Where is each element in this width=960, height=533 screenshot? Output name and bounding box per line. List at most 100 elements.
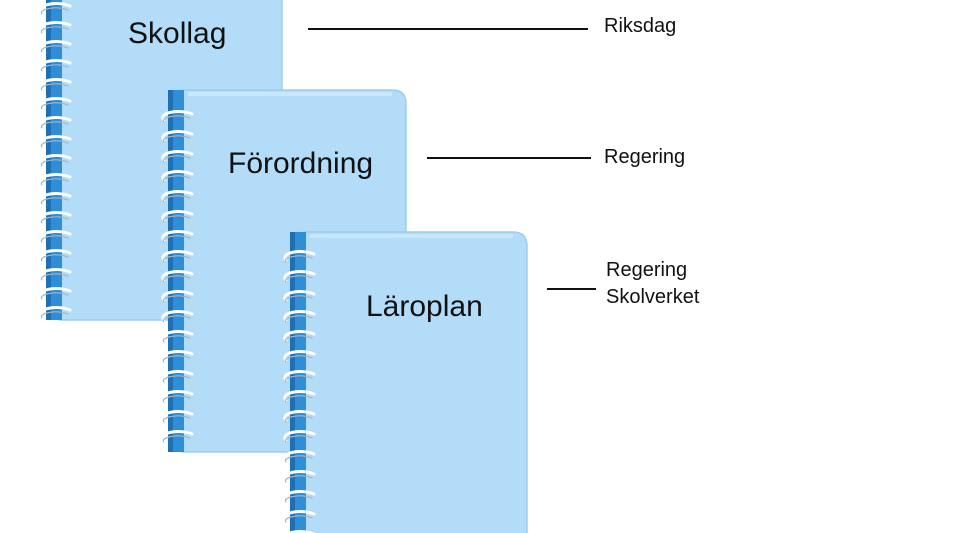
spiral-coil-shadow	[284, 455, 313, 463]
spiral-coil	[39, 192, 72, 204]
spiral-coil-shadow	[284, 495, 313, 503]
spiral-coil-shadow	[40, 235, 69, 243]
spiral-coil	[39, 268, 72, 280]
authority-riksdag: Riksdag	[604, 15, 677, 37]
spiral-coil	[161, 430, 194, 442]
spiral-coil-shadow	[40, 83, 69, 91]
spiral-coil	[283, 490, 316, 502]
spiral-coil	[161, 270, 194, 282]
spiral-coil	[283, 250, 316, 262]
spiral-coil	[161, 250, 194, 262]
spiral-coil-shadow	[40, 292, 69, 300]
spiral-coil	[39, 154, 72, 166]
notebook-spine-shadow	[290, 232, 295, 533]
spiral-coil	[39, 2, 72, 14]
spiral-coil-shadow	[162, 415, 191, 423]
spiral-coil-shadow	[40, 178, 69, 186]
spiral-coil-shadow	[284, 355, 313, 363]
spiral-coil-shadow	[162, 275, 191, 283]
spiral-coil	[161, 150, 194, 162]
spiral-coil	[283, 370, 316, 382]
spiral-coil	[39, 116, 72, 128]
spiral-coil	[161, 210, 194, 222]
spiral-coil-shadow	[284, 415, 313, 423]
spiral-coil	[283, 470, 316, 482]
spiral-coil-shadow	[162, 255, 191, 263]
spiral-coil	[39, 249, 72, 261]
spiral-coil-shadow	[284, 395, 313, 403]
spiral-coil	[39, 78, 72, 90]
spiral-coil-shadow	[162, 435, 191, 443]
spiral-coil-shadow	[162, 295, 191, 303]
spiral-coil	[39, 287, 72, 299]
authority-regering: Regering	[604, 146, 686, 168]
spiral-coil-shadow	[162, 195, 191, 203]
spiral-coil-shadow	[162, 315, 191, 323]
spiral-coil	[283, 430, 316, 442]
spiral-coil	[39, 59, 72, 71]
spiral-coil	[161, 110, 194, 122]
authority-label-laroplan: Regering Skolverket	[606, 257, 699, 311]
notebook-cover-highlight	[310, 234, 513, 238]
spiral-coil-shadow	[40, 102, 69, 110]
spiral-coil-shadow	[40, 140, 69, 148]
spiral-coil-shadow	[162, 115, 191, 123]
spiral-coil	[283, 510, 316, 522]
spiral-coil	[39, 135, 72, 147]
spiral-coil	[39, 40, 72, 52]
notebook-cover	[303, 231, 528, 533]
spiral-coil-shadow	[40, 273, 69, 281]
spiral-coil	[161, 330, 194, 342]
spiral-coil	[283, 330, 316, 342]
notebook-title-forordning: Förordning	[228, 147, 374, 180]
spiral-coil-shadow	[284, 435, 313, 443]
spiral-coil	[161, 390, 194, 402]
spiral-coil-shadow	[40, 26, 69, 34]
spiral-coil	[161, 350, 194, 362]
spiral-coil	[161, 410, 194, 422]
spiral-coil	[161, 310, 194, 322]
spiral-coil	[283, 310, 316, 322]
spiral-coil	[283, 390, 316, 402]
notebook-title-laroplan: Läroplan	[366, 290, 483, 323]
spiral-coil	[283, 410, 316, 422]
spiral-coil-shadow	[40, 121, 69, 129]
spiral-coil	[161, 190, 194, 202]
spiral-coil-shadow	[284, 295, 313, 303]
spiral-coil-shadow	[162, 215, 191, 223]
spiral-coil-shadow	[40, 64, 69, 72]
spiral-coil-shadow	[162, 135, 191, 143]
spiral-coil	[39, 173, 72, 185]
spiral-coil-shadow	[284, 375, 313, 383]
spiral-coil	[161, 290, 194, 302]
spiral-coil	[161, 370, 194, 382]
spiral-coil	[39, 230, 72, 242]
spiral-coil-shadow	[162, 335, 191, 343]
spiral-coil	[283, 350, 316, 362]
spiral-coil	[39, 97, 72, 109]
spiral-coil	[283, 290, 316, 302]
spiral-coil-shadow	[162, 155, 191, 163]
spiral-coil-shadow	[40, 311, 69, 319]
notebook-laroplan	[283, 231, 528, 533]
notebook-cover-highlight	[188, 92, 392, 96]
spiral-coil	[39, 21, 72, 33]
notebook-title-skollag: Skollag	[128, 17, 227, 50]
authority-regering: Regering	[606, 259, 688, 281]
spiral-coil-shadow	[162, 395, 191, 403]
spiral-coil-shadow	[284, 515, 313, 523]
spiral-coil-shadow	[40, 216, 69, 224]
spiral-coil-shadow	[40, 197, 69, 205]
spiral-coil-shadow	[162, 175, 191, 183]
spiral-coil-shadow	[40, 159, 69, 167]
spiral-coil-shadow	[162, 355, 191, 363]
spiral-coil-shadow	[284, 315, 313, 323]
spiral-coil-shadow	[284, 335, 313, 343]
spiral-coil	[39, 211, 72, 223]
spiral-coil-shadow	[284, 255, 313, 263]
authority-label-skollag: Riksdag	[604, 13, 676, 40]
spiral-coil-shadow	[162, 235, 191, 243]
spiral-coil-shadow	[40, 7, 69, 15]
authority-skolverket: Skolverket	[606, 286, 700, 308]
spiral-coil-shadow	[40, 45, 69, 53]
